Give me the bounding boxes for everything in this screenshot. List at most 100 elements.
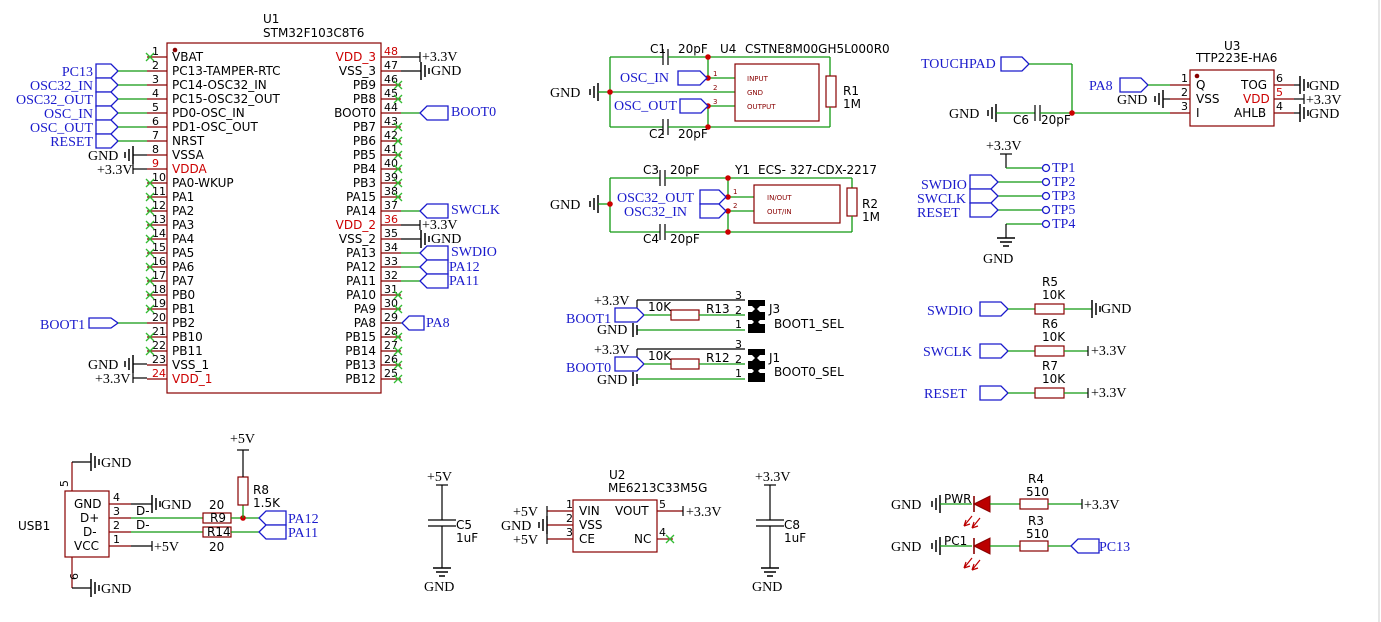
svg-text:SWCLK: SWCLK bbox=[923, 345, 972, 360]
u1-pin-num: 20 bbox=[152, 311, 166, 324]
svg-text:1: 1 bbox=[735, 367, 742, 380]
u1-pin-name: PA7 bbox=[172, 274, 194, 288]
u1-net-port-reset[interactable]: RESET bbox=[50, 133, 147, 150]
u1-pin-name: VBAT bbox=[172, 50, 204, 64]
u1-pin-name: PB7 bbox=[353, 120, 376, 134]
svg-text:AHLB: AHLB bbox=[1234, 106, 1266, 120]
svg-text:2: 2 bbox=[713, 84, 717, 92]
u1-pin-name: PB2 bbox=[172, 316, 195, 330]
c5-capacitor[interactable]: +5V GND C5 1uF bbox=[424, 470, 478, 595]
svg-text:TOUCHPAD: TOUCHPAD bbox=[921, 57, 996, 72]
svg-text:ME6213C33M5G: ME6213C33M5G bbox=[608, 481, 707, 495]
u1-pin-name: PD0-OSC_IN bbox=[172, 106, 245, 120]
u1-pin-num: 9 bbox=[152, 157, 159, 170]
u1-pin-num: 4 bbox=[152, 87, 159, 100]
u1-pin-num: 15 bbox=[152, 241, 166, 254]
u1-pin-name: PB11 bbox=[172, 344, 203, 358]
u1-pin-20: 20 PB2 bbox=[147, 311, 195, 330]
u1-pin-name: PB14 bbox=[345, 344, 376, 358]
u1-pin-num: 13 bbox=[152, 213, 166, 226]
u1-pin-name: PB9 bbox=[353, 78, 376, 92]
u1-pin-num: 33 bbox=[384, 255, 398, 268]
u1-net-port-osc32-in[interactable]: OSC32_IN bbox=[30, 77, 147, 94]
u1-part: STM32F103C8T6 bbox=[263, 26, 364, 40]
u1-pin-name: PB0 bbox=[172, 288, 195, 302]
svg-text:R9: R9 bbox=[210, 511, 226, 525]
u1-vss1-gnd: GND bbox=[88, 358, 118, 373]
svg-text:BOOT0: BOOT0 bbox=[566, 361, 611, 376]
u1-pin-num: 36 bbox=[384, 213, 398, 226]
svg-text:R6: R6 bbox=[1042, 317, 1058, 331]
svg-text:5: 5 bbox=[659, 498, 666, 511]
c8-capacitor[interactable]: +3.3V GND C8 1uF bbox=[752, 470, 806, 595]
svg-text:J3: J3 bbox=[768, 302, 780, 316]
svg-text:20pF: 20pF bbox=[678, 42, 708, 56]
u1-pin-num: 17 bbox=[152, 269, 166, 282]
svg-text:GND: GND bbox=[501, 519, 531, 534]
svg-text:2: 2 bbox=[113, 519, 120, 532]
u2-ldo-block[interactable]: U2 ME6213C33M5G 1 2 3 VIN VSS CE VOUT NC… bbox=[501, 468, 722, 553]
svg-text:R7: R7 bbox=[1042, 359, 1058, 373]
u1-pin-name: PA14 bbox=[346, 204, 376, 218]
u1-net-port-osc-in[interactable]: OSC_IN bbox=[44, 105, 147, 122]
u1-net-port-osc32-out[interactable]: OSC32_OUT bbox=[16, 91, 147, 108]
u1-pin-num: 8 bbox=[152, 143, 159, 156]
svg-text:+5V: +5V bbox=[513, 533, 538, 548]
svg-text:OUT/IN: OUT/IN bbox=[767, 208, 792, 216]
svg-text:GND: GND bbox=[1117, 93, 1147, 108]
u1-net-port-osc-out[interactable]: OSC_OUT bbox=[30, 119, 147, 136]
u1-pin-name: PA6 bbox=[172, 260, 194, 274]
usb-block[interactable]: USB1 5 6 GND GND GND D+ D- VCC 4 3 2 1 G… bbox=[18, 432, 319, 598]
pullup-resistors-block[interactable]: R5 10K SWDIO GND R6 10K SWCLK +3.3V R7 1… bbox=[923, 275, 1131, 402]
svg-text:3: 3 bbox=[1181, 100, 1188, 113]
svg-text:GND: GND bbox=[597, 373, 627, 388]
svg-text:VCC: VCC bbox=[74, 539, 99, 553]
svg-text:INPUT: INPUT bbox=[747, 75, 769, 83]
y1-crystal-block[interactable]: C3 20pF Y1 ECS- 327-CDX-2217 GND IN/OUT … bbox=[550, 163, 880, 246]
u1-pin-name: PA13 bbox=[346, 246, 376, 260]
u1-ref: U1 bbox=[263, 12, 279, 26]
svg-text:2: 2 bbox=[566, 512, 573, 525]
u1-pin-num: 3 bbox=[152, 73, 159, 86]
svg-text:+5V: +5V bbox=[154, 540, 179, 555]
u1-pin-num: 26 bbox=[384, 353, 398, 366]
svg-text:SWDIO: SWDIO bbox=[927, 304, 973, 319]
svg-text:D-: D- bbox=[136, 518, 150, 532]
boot1-jumper-block[interactable]: +3.3V BOOT1 10K R13 GND 3 2 1 J3 BOOT1_S… bbox=[566, 289, 844, 338]
svg-text:BOOT1: BOOT1 bbox=[566, 312, 611, 327]
svg-text:R1: R1 bbox=[843, 84, 859, 98]
svg-text:GND: GND bbox=[1101, 302, 1131, 317]
u1-pin-num: 28 bbox=[384, 325, 398, 338]
u1-pin-num: 10 bbox=[152, 171, 166, 184]
led-block[interactable]: GND PWR +3.3V R4 510 GND PC1 PC13 R3 510 bbox=[891, 472, 1130, 571]
u1-right-ports[interactable]: BOOT0 SWCLK SWDIO PA12 PA11 PA8 bbox=[401, 105, 500, 331]
u1-boot1-port[interactable]: BOOT1 bbox=[40, 317, 147, 333]
svg-text:PWR: PWR bbox=[944, 492, 971, 506]
svg-text:GND: GND bbox=[891, 540, 921, 555]
u1-pin-num: 24 bbox=[152, 367, 166, 380]
u1-net-port-pc13[interactable]: PC13 bbox=[62, 63, 147, 80]
svg-text:1: 1 bbox=[566, 498, 573, 511]
svg-text:1M: 1M bbox=[843, 97, 861, 111]
u4-resonator-block[interactable]: C1 20pF U4 CSTNE8M00GH5L000R0 GND INPUT … bbox=[550, 42, 890, 141]
u1-pin-num: 32 bbox=[384, 269, 398, 282]
boot0-jumper-block[interactable]: +3.3V BOOT0 10K R12 GND 3 2 1 J1 BOOT0_S… bbox=[566, 338, 844, 388]
svg-text:R3: R3 bbox=[1028, 514, 1044, 528]
u3-touch-block[interactable]: TOUCHPAD GND C6 20pF PA8 GND U3 TTP223E-… bbox=[921, 39, 1342, 127]
testpoints-block[interactable]: +3.3V GND SWDIO SWCLK RESET TP1 TP2 TP3 … bbox=[917, 139, 1075, 267]
